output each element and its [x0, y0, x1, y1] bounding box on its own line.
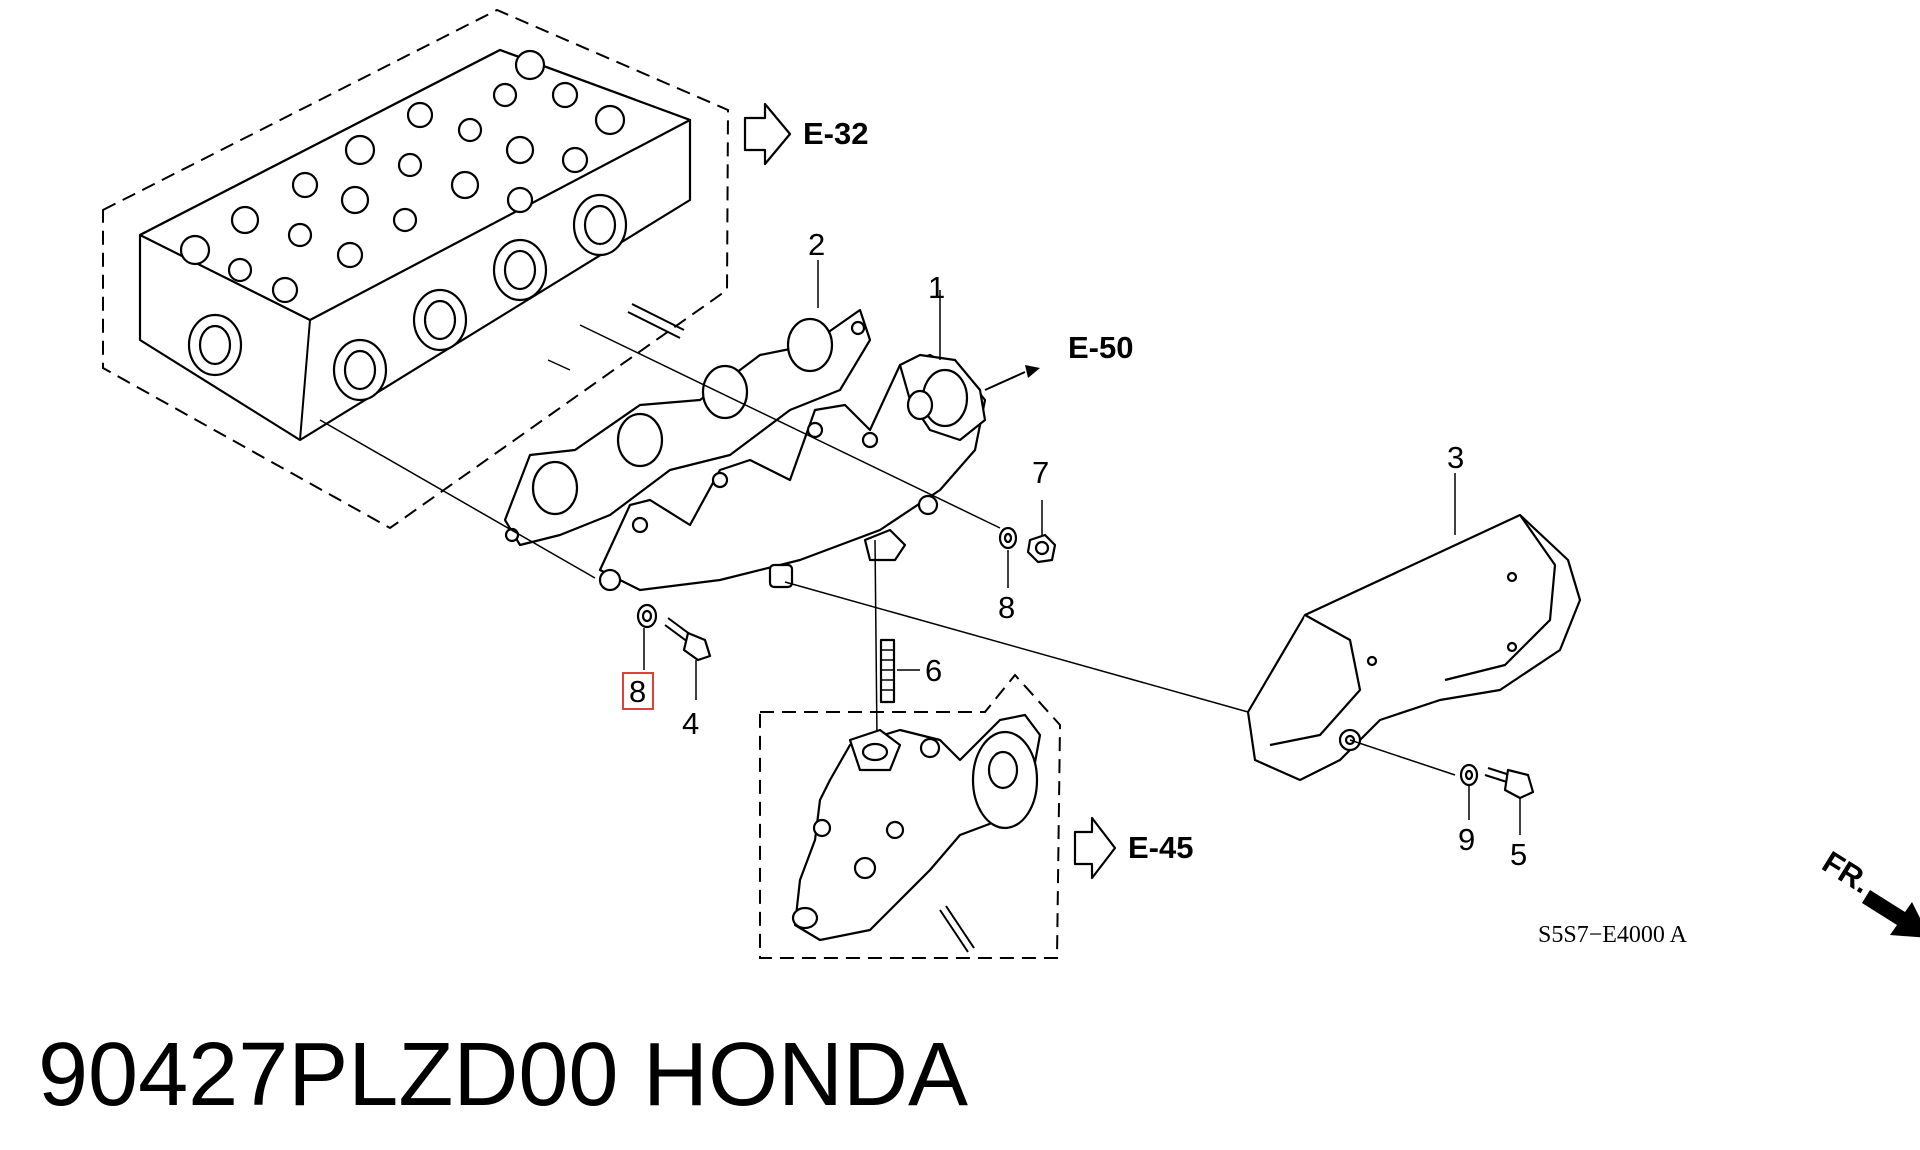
front-label: FR. — [1816, 844, 1877, 900]
ref-label-e32: E-32 — [803, 116, 868, 151]
callout-6: 6 — [925, 653, 942, 688]
callout-labels: 2 1 3 7 8 6 4 8 9 5 — [622, 227, 1527, 872]
ref-arrow-e32[interactable]: E-32 — [743, 102, 868, 166]
turbocharger-assembly — [759, 673, 1062, 959]
callout-8-right: 8 — [998, 590, 1015, 625]
callout-4: 4 — [682, 706, 699, 741]
leader-lines — [319, 324, 1456, 776]
exhaust-manifold — [598, 353, 1040, 592]
callout-3: 3 — [1447, 440, 1464, 475]
nut-7 — [1026, 500, 1057, 564]
heat-shield — [1246, 513, 1582, 782]
callout-7: 7 — [1032, 455, 1049, 490]
part-number: 90427PLZD00 — [38, 1025, 618, 1125]
washer-8-right — [998, 526, 1018, 588]
callout-9: 9 — [1458, 822, 1475, 857]
bolt-4 — [664, 617, 712, 700]
diagram-code: S5S7−E4000 A — [1538, 922, 1688, 948]
washer-8-left — [636, 603, 658, 670]
stud-6 — [879, 638, 920, 704]
brand-name: HONDA — [643, 1025, 968, 1125]
exhaust-manifold-gasket — [503, 308, 872, 547]
bolt-5 — [1484, 767, 1535, 835]
callout-1: 1 — [928, 270, 945, 305]
washer-9 — [1459, 763, 1479, 820]
callout-8-left: 8 — [629, 674, 646, 709]
head-exhaust-ports — [187, 193, 628, 402]
ref-label-e45: E-45 — [1128, 830, 1193, 865]
ref-label-e50[interactable]: E-50 — [1068, 330, 1133, 365]
callout-5: 5 — [1510, 837, 1527, 872]
ref-arrow-e45[interactable]: E-45 — [1073, 816, 1193, 880]
highlight-box — [622, 672, 654, 710]
head-valve-ports — [179, 49, 626, 304]
cylinder-head-assembly — [102, 8, 730, 530]
front-arrow-icon: FR. — [1816, 844, 1920, 938]
callout-2: 2 — [808, 227, 825, 262]
